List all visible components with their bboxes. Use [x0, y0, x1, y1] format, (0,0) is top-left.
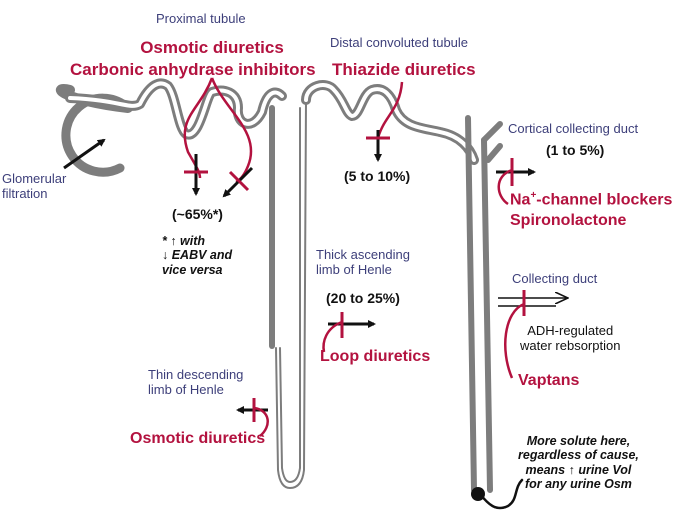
vaptans-curve	[504, 302, 525, 379]
thiazide-curve	[376, 81, 404, 139]
spironolactone-label: Spironolactone	[510, 212, 627, 229]
osmotic-curve-thin	[253, 406, 269, 437]
carbonic-anhydrase-inhibitors-label: Carbonic anhydrase inhibitors	[70, 60, 316, 79]
proximal-percentage: (~65%*)	[172, 206, 223, 222]
osmotic-diuretics-proximal-label: Osmotic diuretics	[140, 38, 284, 57]
loop-of-henle-shape	[269, 80, 479, 489]
glomerular-filtration-label: Glomerular filtration	[2, 171, 67, 201]
solute-note: More solute here, regardless of cause, m…	[518, 434, 639, 492]
loop-diuretics-label: Loop diuretics	[320, 348, 431, 365]
solute-dot	[471, 487, 485, 501]
vaptans-label: Vaptans	[518, 372, 580, 389]
proximal-tubule-shape	[55, 78, 287, 140]
proximal-tubule-label: Proximal tubule	[156, 11, 246, 26]
distal-convoluted-tubule-label: Distal convoluted tubule	[330, 35, 469, 50]
eabv-note: * ↑ with ↓ EABV and vice versa	[162, 234, 233, 277]
proximal-block-bar-2	[228, 170, 250, 192]
cortical-percentage: (1 to 5%)	[546, 142, 605, 158]
na-channel-curve	[497, 168, 513, 206]
osmotic-diuretics-thin-label: Osmotic diuretics	[130, 430, 266, 447]
thin-descending-limb-label: Thin descending limb of Henle	[148, 367, 244, 397]
solute-squiggle	[478, 478, 524, 510]
na-text: Na	[510, 191, 531, 209]
adh-note: ADH-regulated water rebsorption	[520, 323, 621, 353]
na-superscript: +	[530, 190, 537, 201]
collecting-duct-shape	[465, 115, 503, 493]
loop-diuretic-curve	[322, 320, 343, 353]
thiazide-diuretics-label: Thiazide diuretics	[332, 60, 476, 79]
filtration-arrow	[63, 138, 106, 170]
cortical-collecting-duct-label: Cortical collecting duct	[508, 121, 639, 136]
thick-ascending-percentage: (20 to 25%)	[326, 290, 400, 306]
collecting-duct-label: Collecting duct	[512, 271, 598, 286]
distal-percentage: (5 to 10%)	[344, 168, 411, 184]
thick-ascending-limb-label: Thick ascending limb of Henle	[316, 247, 410, 277]
channel-blockers-text: -channel blockers	[536, 191, 673, 209]
na-channel-blockers-label: Na+-channel blockers	[510, 190, 672, 210]
